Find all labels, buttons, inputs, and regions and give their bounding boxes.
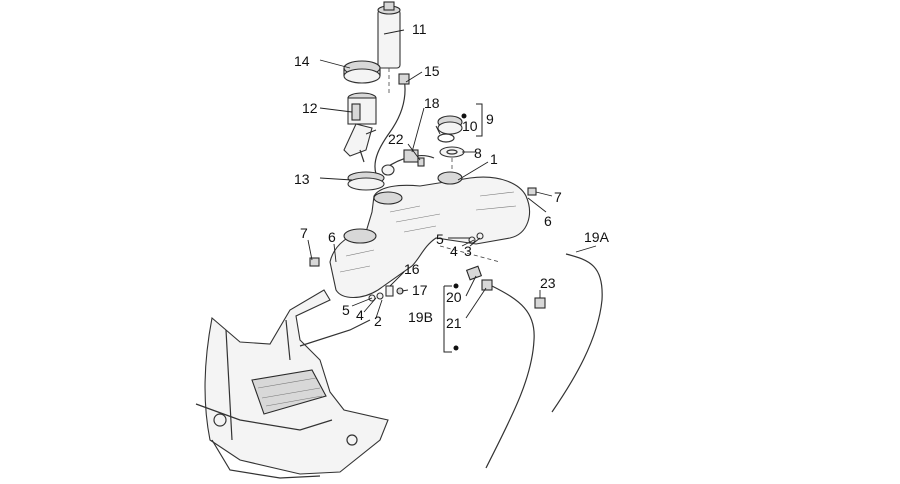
callout-23: 23	[540, 275, 556, 291]
part-fuel-pump	[343, 92, 377, 163]
part-filler-seal	[439, 146, 465, 158]
callout-16: 16	[404, 261, 420, 277]
part-fuel-tank	[329, 158, 530, 299]
callout-11: 11	[412, 21, 427, 37]
callout-17: 17	[412, 282, 428, 298]
callout-3: 3	[464, 243, 472, 259]
callout-5a: 5	[342, 302, 350, 318]
reference-brackets	[443, 103, 483, 353]
callout-6a: 6	[328, 229, 336, 245]
leader-lines	[307, 29, 597, 319]
part-locking-ring	[343, 60, 381, 84]
callout-8: 8	[474, 145, 482, 161]
callout-20: 20	[446, 289, 462, 305]
callout-4a: 4	[356, 307, 364, 323]
part-breather-hose	[374, 73, 410, 175]
callout-6b: 6	[544, 213, 552, 229]
callout-18: 18	[424, 95, 440, 111]
callout-21: 21	[446, 315, 462, 331]
callout-9: 9	[486, 111, 494, 127]
part-frame	[195, 289, 389, 479]
callout-10: 10	[462, 118, 478, 134]
callout-14: 14	[294, 53, 310, 69]
part-fuel-sender-tube	[377, 1, 401, 96]
part-drain-hose	[439, 245, 535, 469]
callout-15: 15	[424, 63, 440, 79]
callout-7b: 7	[554, 189, 562, 205]
callout-labels: 11 14 15 12 18 9 10 22 8 1 13 7 6 7 6 5 …	[294, 21, 610, 331]
callout-7a: 7	[300, 225, 308, 241]
part-filler-cap	[437, 115, 463, 143]
callout-19A: 19A	[584, 229, 610, 245]
part-gasket	[347, 171, 385, 191]
callout-22: 22	[388, 131, 404, 147]
callout-12: 12	[302, 100, 318, 116]
callout-5b: 5	[436, 231, 444, 247]
callout-13: 13	[294, 171, 310, 187]
callout-2: 2	[374, 313, 382, 329]
part-hose-19a	[551, 253, 603, 413]
callout-1: 1	[490, 151, 498, 167]
callout-4b: 4	[450, 243, 458, 259]
part-fasteners	[309, 157, 546, 309]
part-hose-clamp	[381, 149, 435, 176]
callout-19B: 19B	[408, 309, 433, 325]
